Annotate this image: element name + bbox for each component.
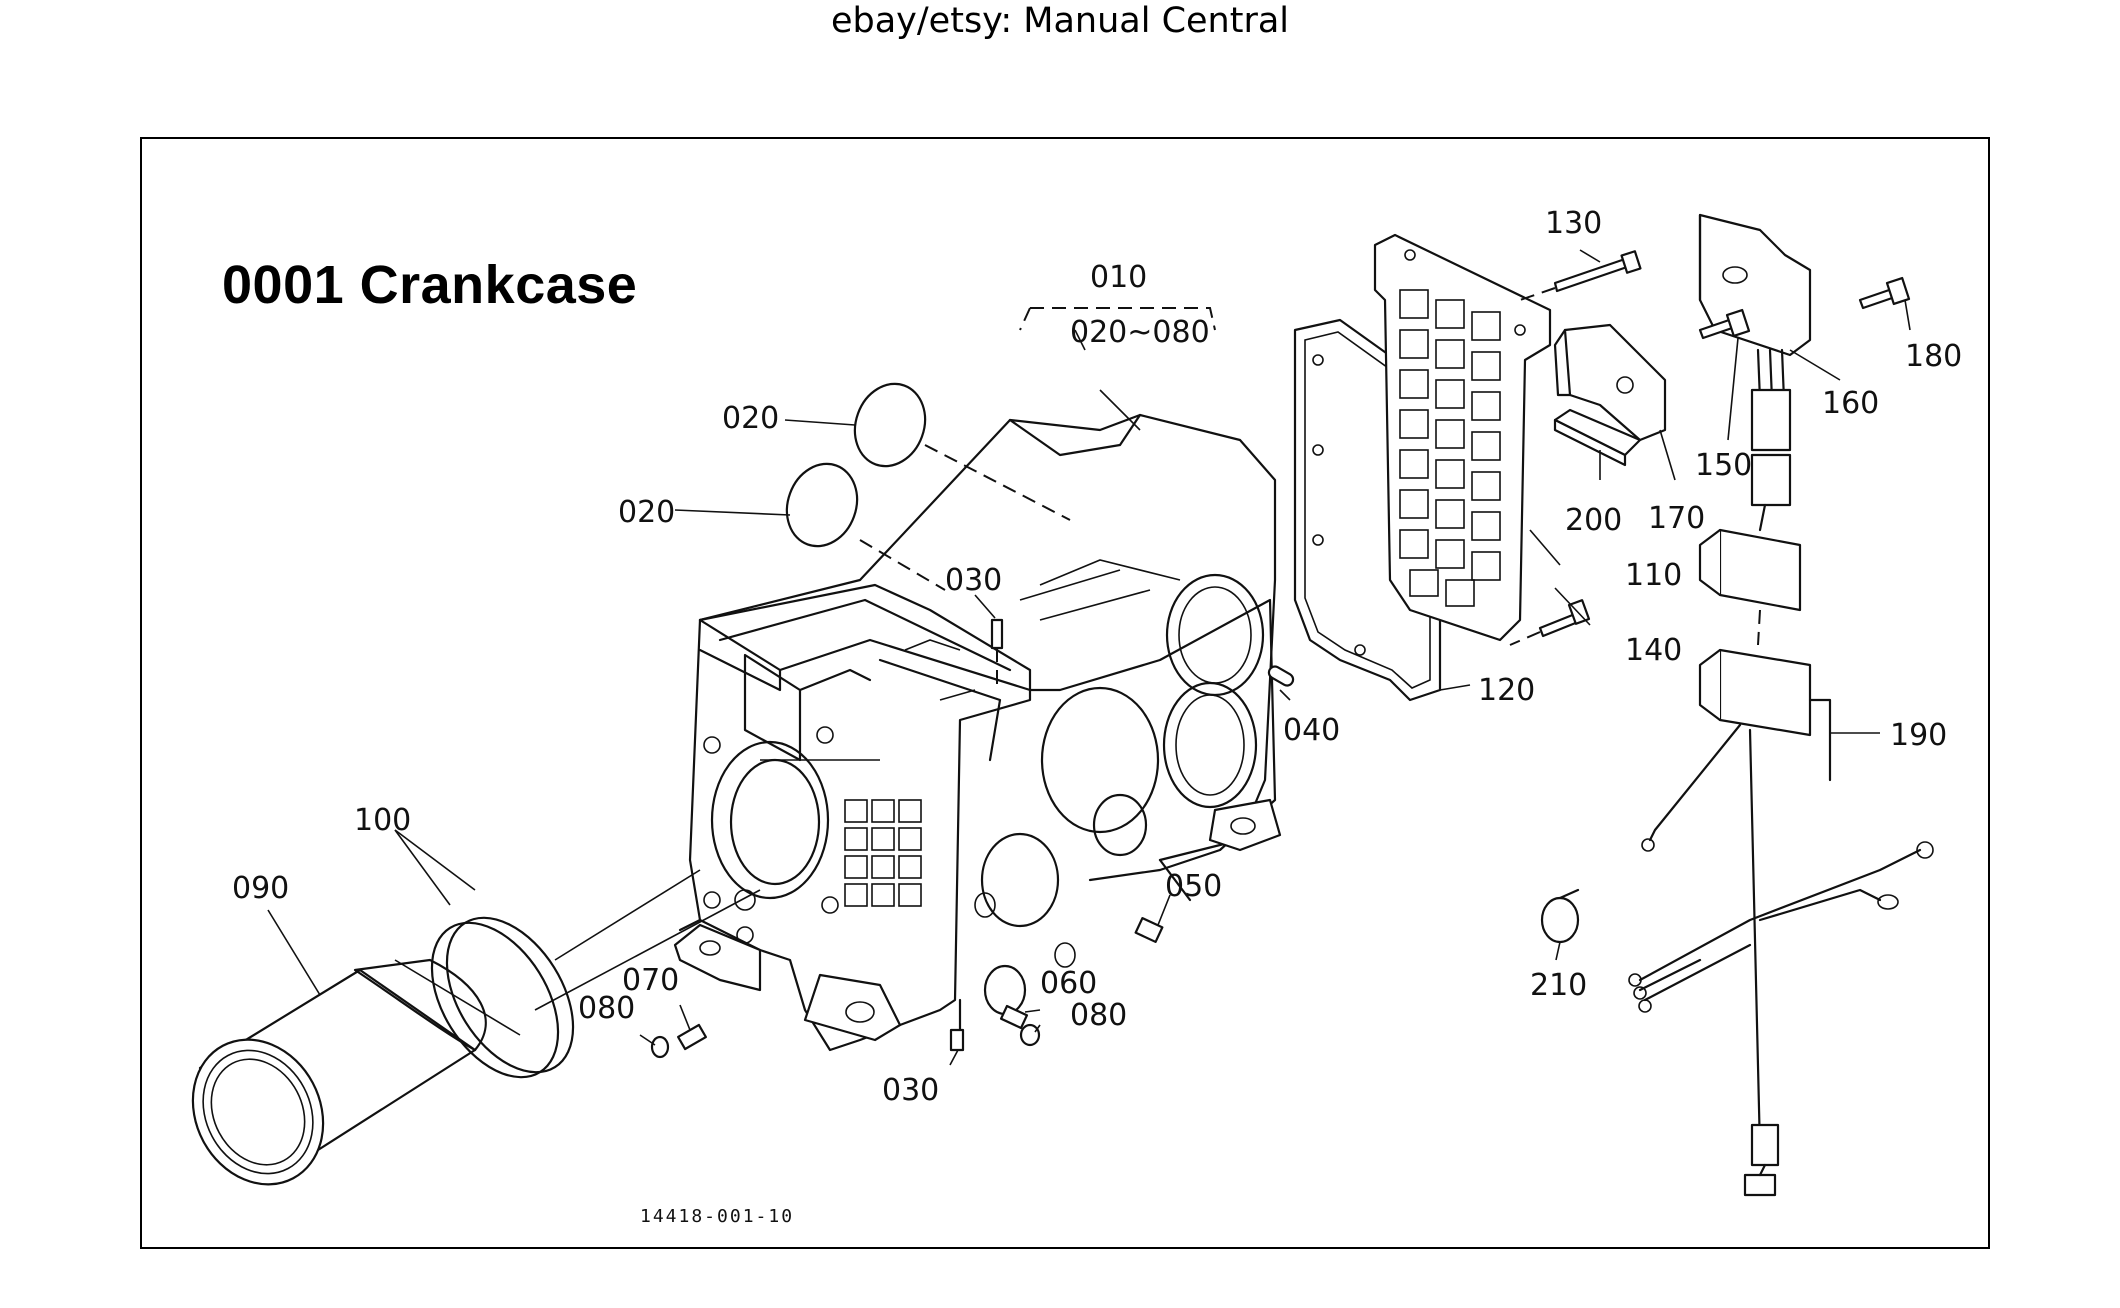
plug-020-lower bbox=[785, 462, 859, 548]
cylinder-liner-090 bbox=[191, 958, 521, 1186]
plug-020-upper bbox=[853, 382, 927, 468]
crankcase-block bbox=[673, 413, 1282, 1052]
o-rings-100 bbox=[430, 916, 575, 1079]
label-120: 120 bbox=[1478, 673, 1535, 708]
label-110: 110 bbox=[1625, 558, 1682, 593]
plug-050 bbox=[1134, 917, 1164, 943]
dowel-pin-060 bbox=[999, 1004, 1029, 1030]
bolt-140 bbox=[1509, 599, 1591, 646]
leader-lines bbox=[267, 249, 1911, 1066]
label-150: 150 bbox=[1695, 448, 1752, 483]
cover-plate-110 bbox=[1373, 233, 1552, 642]
label-040: 040 bbox=[1283, 713, 1340, 748]
label-020-lower: 020 bbox=[618, 495, 675, 530]
label-080-right: 080 bbox=[1070, 998, 1127, 1033]
label-160: 160 bbox=[1822, 386, 1879, 421]
dowel-pin-040 bbox=[1267, 665, 1295, 687]
label-070: 070 bbox=[622, 963, 679, 998]
drawing-code: 14418-001-10 bbox=[640, 1206, 794, 1227]
diagram-title: 0001 Crankcase bbox=[222, 255, 638, 315]
label-030-lower: 030 bbox=[882, 1073, 939, 1108]
dowel-pin-030-lower bbox=[949, 1028, 965, 1052]
label-210: 210 bbox=[1530, 968, 1587, 1003]
part-labels: 010 020~080 020 020 030 040 050 060 070 … bbox=[232, 206, 1962, 1227]
label-090: 090 bbox=[232, 871, 289, 906]
dowel-pin-030-upper bbox=[990, 618, 1004, 690]
label-020-upper: 020 bbox=[722, 401, 779, 436]
label-020-080: 020~080 bbox=[1070, 315, 1210, 350]
dowel-pin-070 bbox=[677, 1023, 707, 1051]
regulator-160 bbox=[1698, 213, 1812, 507]
label-030-upper: 030 bbox=[945, 563, 1002, 598]
label-100: 100 bbox=[354, 803, 411, 838]
plug-080-left bbox=[650, 1035, 670, 1059]
label-180: 180 bbox=[1905, 339, 1962, 374]
label-080-left: 080 bbox=[578, 991, 635, 1026]
plug-080-right bbox=[1019, 1023, 1041, 1047]
diagram-frame bbox=[140, 137, 1990, 1249]
screw-150 bbox=[1698, 308, 1751, 340]
clamp-210 bbox=[1540, 888, 1580, 944]
label-140: 140 bbox=[1625, 633, 1682, 668]
bracket-170 bbox=[1553, 323, 1667, 442]
label-170: 170 bbox=[1648, 501, 1705, 536]
page-header: ebay/etsy: Manual Central bbox=[830, 1, 1290, 41]
label-060: 060 bbox=[1040, 966, 1097, 1001]
label-050: 050 bbox=[1165, 869, 1222, 904]
label-130: 130 bbox=[1545, 206, 1602, 241]
screw-180 bbox=[1858, 276, 1911, 310]
pad-200 bbox=[1553, 408, 1642, 467]
label-200: 200 bbox=[1565, 503, 1622, 538]
label-010: 010 bbox=[1090, 260, 1147, 295]
wire-harness-190 bbox=[1628, 503, 1934, 1197]
bolt-130 bbox=[1519, 250, 1642, 301]
label-190: 190 bbox=[1890, 718, 1947, 753]
